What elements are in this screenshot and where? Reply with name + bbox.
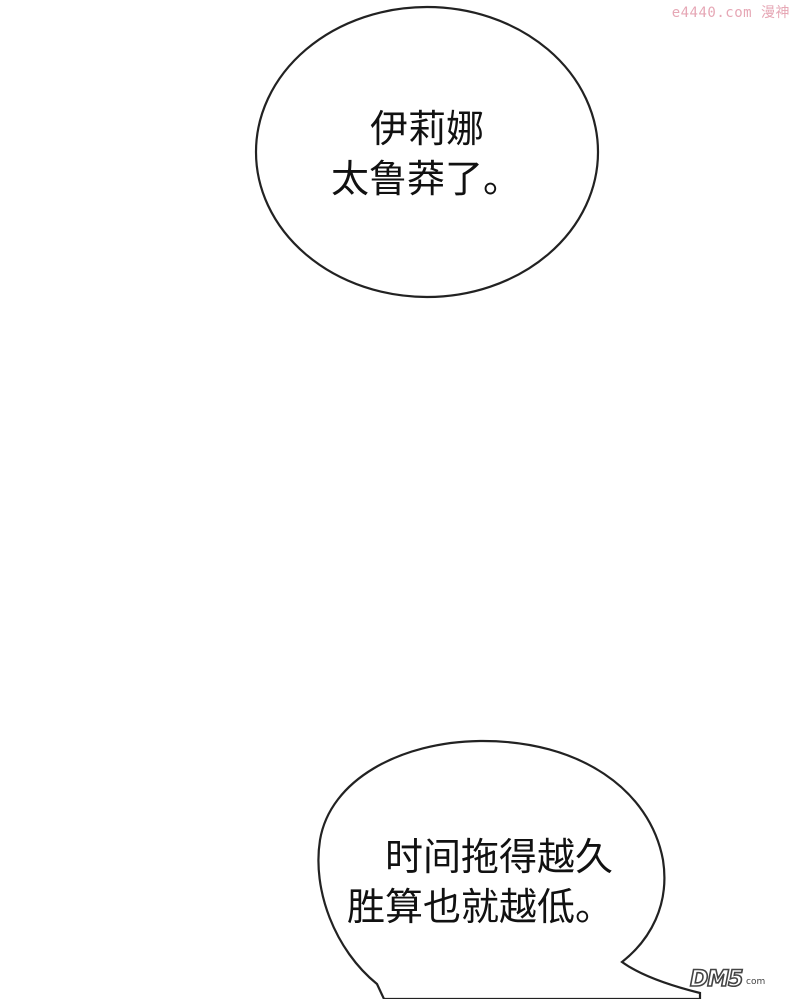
watermark-brand: 漫神	[761, 5, 790, 21]
dm5-logo: DM5 com	[689, 966, 770, 993]
logo-text: DM5	[689, 966, 744, 993]
dialogue-line: 时间拖得越久	[385, 835, 614, 879]
speech-bubble-2-text: 时间拖得越久 胜算也就越低。	[347, 832, 613, 932]
site-watermark: e4440.com 漫神	[672, 2, 790, 22]
dialogue-line: 伊莉娜	[370, 107, 485, 151]
speech-bubble-2	[317, 739, 702, 999]
watermark-site: e4440.com	[671, 5, 753, 21]
dialogue-line: 胜算也就越低。	[347, 885, 614, 929]
speech-bubble-1	[254, 5, 600, 299]
speech-bubble-1-text: 伊莉娜 太鲁莽了。	[331, 104, 521, 204]
logo-suffix: com	[746, 977, 766, 987]
dialogue-line: 太鲁莽了。	[331, 157, 522, 201]
